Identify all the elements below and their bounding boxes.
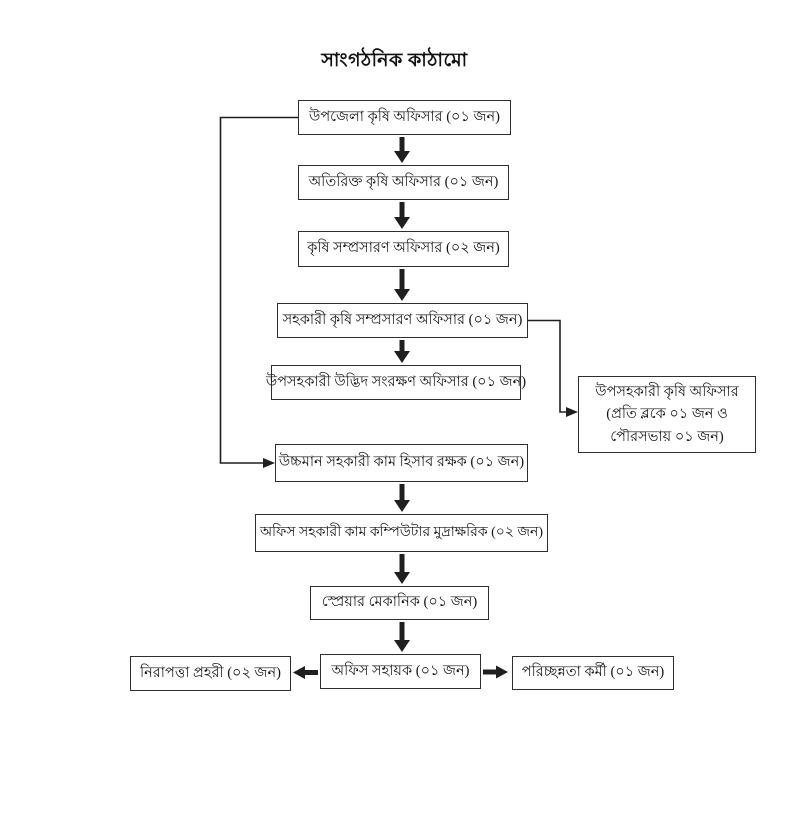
arrow-right-into-accountant-icon [263, 458, 275, 468]
node-sub-assistant-agriculture-officer: উপসহকারী কৃষি অফিসার (প্রতি ব্লকে ০১ জন … [578, 376, 756, 453]
arrow-right-into-side-box-icon [566, 407, 578, 417]
page-title: সাংগঠনিক কাঠামো [321, 50, 468, 71]
node-sub-assistant-agriculture-officer-line2: (প্রতি ব্লকে ০১ জন ও [606, 406, 728, 423]
node-agriculture-extension-officer: কৃষি সম্প্রসারণ অফিসার (০২ জন) [298, 231, 509, 267]
node-security-guard: নিরাপত্তা প্রহরী (০২ জন) [130, 656, 291, 691]
arrow-down-5-icon [394, 484, 410, 512]
node-office-helper: অফিস সহায়ক (০১ জন) [320, 654, 481, 689]
arrow-right-to-cleaner-icon [483, 665, 508, 679]
node-sprayer-mechanic: স্প্রেয়ার মেকানিক (০১ জন) [310, 586, 489, 620]
node-cleaner: পরিচ্ছন্নতা কর্মী (০১ জন) [512, 656, 674, 690]
arrow-down-7-icon [394, 622, 410, 652]
arrow-down-6-icon [394, 554, 410, 584]
connector-left-loop [221, 118, 299, 468]
connector-right-branch [528, 321, 578, 417]
node-head-assistant-cum-accountant: উচ্চমান সহকারী কাম হিসাব রক্ষক (০১ জন) [275, 444, 528, 482]
arrow-down-2-icon [394, 202, 410, 229]
node-assistant-agriculture-extension-officer: সহকারী কৃষি সম্প্রসারণ অফিসার (০১ জন) [277, 303, 528, 338]
arrow-down-4-icon [394, 340, 410, 363]
node-sub-assistant-plant-protection-officer: উপসহকারী উদ্ভিদ সংরক্ষণ অফিসার (০১ জন) [266, 365, 526, 400]
node-office-assistant-cum-computer-typist: অফিস সহকারী কাম কম্পিউটার মুদ্রাক্ষরিক (… [255, 514, 548, 552]
node-upazila-agriculture-officer: উপজেলা কৃষি অফিসার (০১ জন) [298, 100, 511, 135]
arrow-down-3-icon [394, 269, 410, 301]
arrow-down-1-icon [394, 137, 410, 163]
arrow-left-to-security-guard-icon [293, 666, 318, 679]
node-additional-agriculture-officer: অতিরিক্ত কৃষি অফিসার (০১ জন) [298, 165, 509, 200]
node-sub-assistant-agriculture-officer-line3: পৌরসভায় ০১ জন) [610, 428, 724, 445]
node-sub-assistant-agriculture-officer-line1: উপসহকারী কৃষি অফিসার [595, 383, 739, 400]
